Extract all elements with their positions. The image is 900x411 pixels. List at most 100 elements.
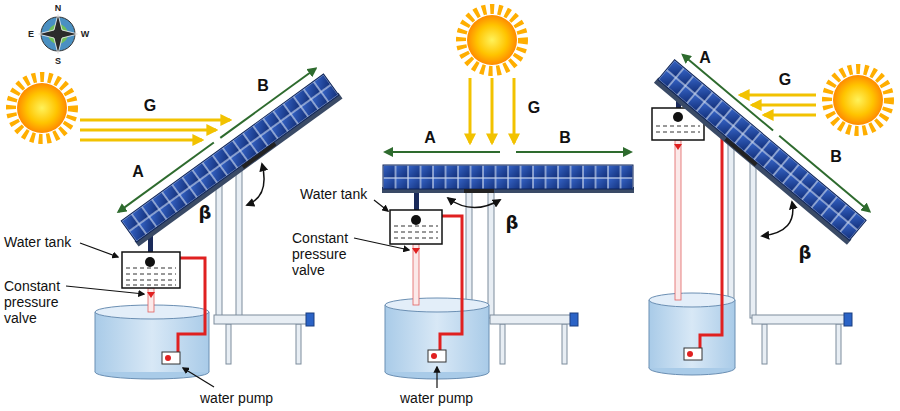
tilt-angle-symbol: β [199, 202, 212, 223]
support-frame [214, 315, 308, 324]
leader-line [66, 286, 144, 294]
compass-letter: W [81, 29, 90, 39]
water-tank [122, 252, 180, 288]
water-pump-icon [162, 352, 180, 364]
sun [461, 9, 523, 71]
sun [17, 83, 67, 133]
solar-panel [242, 142, 277, 169]
pipe [413, 244, 419, 305]
water-tank [126, 274, 176, 275]
sun-ray-arrow [470, 78, 514, 143]
compass-rose [38, 14, 78, 54]
water-reservoir [95, 312, 96, 372]
solar-panel [135, 93, 343, 247]
sun-ray-arrow [764, 114, 816, 117]
support-frame [216, 178, 222, 318]
solar-panel [779, 136, 869, 212]
irradiance-symbol: G [779, 71, 791, 89]
water-reservoir [95, 312, 209, 372]
sun [833, 75, 883, 125]
water-tank [390, 210, 442, 244]
solar-panel [385, 151, 500, 153]
support-frame [296, 324, 301, 364]
solar-panel [654, 77, 852, 244]
water-tank [411, 215, 421, 225]
sun-ray-arrow [491, 78, 494, 143]
water-reservoir [385, 305, 386, 372]
pipe [178, 258, 205, 352]
solar-panel [382, 152, 634, 193]
sun-ray-arrow [80, 139, 202, 142]
water-pump-icon [431, 353, 437, 359]
support-frame [306, 313, 314, 326]
water-tank [656, 126, 700, 132]
water-tank [126, 285, 176, 286]
compass-letter: S [55, 56, 61, 66]
water-reservoir [95, 305, 209, 379]
support-frame [844, 313, 852, 326]
solar-panel [115, 66, 342, 246]
sun [11, 77, 73, 139]
sun [11, 77, 73, 139]
support-frame [752, 315, 846, 324]
pipe [675, 140, 681, 300]
water-tank [126, 268, 176, 269]
leader-line [374, 200, 388, 211]
compass-rose [38, 14, 78, 54]
sun-ray-arrow [469, 78, 472, 143]
tilt-angle-symbol: β [799, 242, 812, 263]
pipe [147, 292, 155, 298]
panel-edge-symbol: B [257, 77, 269, 95]
pipe [440, 216, 462, 350]
support-frame [490, 315, 572, 324]
compass-letter: N [55, 3, 62, 13]
water-tank [673, 112, 683, 122]
panel-edge-symbol: B [830, 148, 842, 166]
water-reservoir [735, 300, 736, 368]
solar-panel [724, 137, 757, 166]
leader-line [66, 243, 214, 387]
water-pump-icon [428, 350, 446, 362]
part-label: Constant pressure valve [4, 278, 80, 326]
sun-ray-arrow [740, 94, 816, 97]
water-reservoir [385, 298, 489, 312]
water-reservoir [209, 312, 210, 372]
tilt-angle-arc [762, 202, 793, 236]
solar-panel [658, 60, 866, 241]
support-frame [570, 313, 578, 326]
pipe [148, 288, 154, 312]
leader-line [354, 238, 409, 250]
water-tank [394, 226, 438, 238]
support-frame [226, 324, 231, 364]
solar-panel [654, 52, 873, 245]
part-label: Water tank [4, 234, 71, 250]
sun-ray-arrow [513, 78, 516, 143]
support-frame [762, 324, 767, 364]
sun-ray-arrow [80, 120, 230, 140]
water-reservoir [649, 300, 650, 368]
part-label: Water tank [300, 186, 367, 202]
water-pump-icon [687, 351, 693, 357]
water-pump-icon [684, 348, 702, 360]
pipe [147, 226, 205, 352]
leader-line [183, 368, 214, 387]
panel-edge-symbol: A [132, 163, 144, 181]
sun-ray-arrow [80, 129, 216, 132]
water-tank [394, 232, 438, 233]
water-tank [656, 126, 700, 127]
compass-letter: E [28, 29, 34, 39]
solar-panel [121, 74, 339, 242]
water-tank [126, 280, 176, 281]
solar-panel [220, 68, 315, 137]
pipe [412, 248, 420, 254]
sun [467, 15, 517, 65]
support-frame [500, 324, 505, 364]
water-reservoir [489, 305, 490, 372]
sun-ray-arrow [80, 119, 230, 122]
sun [827, 69, 889, 131]
water-tank [126, 268, 176, 285]
part-label: water pump [200, 390, 273, 406]
